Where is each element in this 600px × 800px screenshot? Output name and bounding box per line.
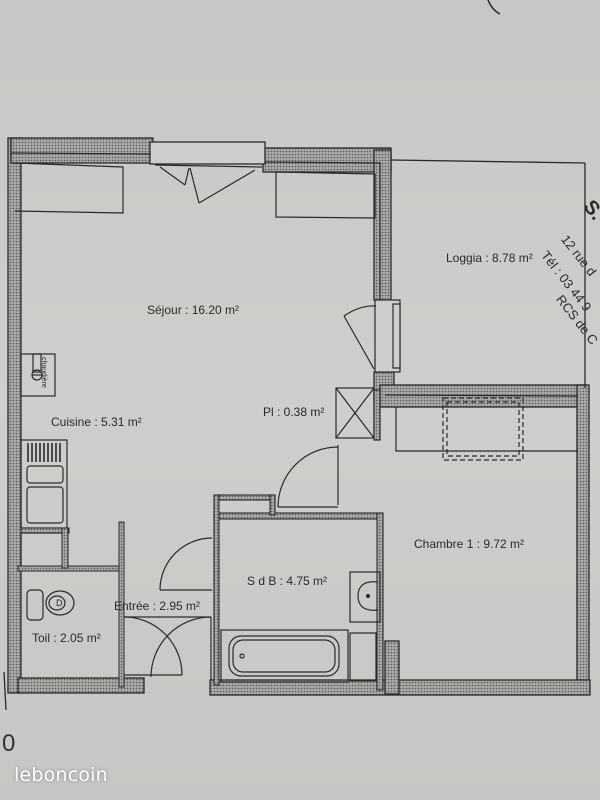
loggia-door: [343, 299, 401, 373]
wall-top-right: [262, 147, 392, 173]
wall-sejour-right: [373, 149, 392, 301]
wall-bottom-left: [17, 677, 145, 694]
leboncoin-watermark: leboncoin: [14, 764, 108, 786]
room-label-loggia: Loggia : 8.78 m²: [446, 251, 533, 265]
room-label-placard: Pl : 0.38 m²: [263, 405, 325, 419]
wall-pillar: [384, 640, 400, 695]
toilet-fixture: [26, 589, 75, 621]
toilet-glyph: D: [56, 598, 63, 608]
bathtub: [220, 629, 377, 683]
room-label-toilettes: Toil : 2.05 m²: [32, 631, 101, 645]
door-sdb-area: [277, 445, 339, 508]
sdb-walls: [213, 494, 384, 691]
wall-bottom-right: [209, 679, 591, 696]
sejour-furniture: [14, 162, 376, 219]
entree-doors: [123, 537, 213, 680]
drawing-edge-arc: [487, 0, 501, 15]
placard-closet: [335, 387, 381, 441]
walls: [7, 137, 591, 696]
window-top: [149, 141, 266, 168]
wall-left-exterior: [7, 137, 22, 694]
room-label-chambre-1: Chambre 1 : 9.72 m²: [414, 537, 525, 551]
room-label-entree: Entrée : 2.95 m²: [114, 599, 201, 613]
room-label-cuisine: Cuisine : 5.31 m²: [51, 415, 142, 429]
loggia-outline: [390, 159, 586, 388]
margin-mark: 0: [2, 730, 16, 757]
room-label-sdb: S d B : 4.75 m²: [247, 574, 328, 588]
boiler-label: chaudière: [40, 357, 47, 388]
kitchen-sink: [20, 439, 68, 529]
boiler: [20, 353, 56, 397]
wall-chambre-right: [576, 384, 590, 694]
washbasin: [349, 571, 381, 623]
room-label-sejour: Séjour : 16.20 m²: [147, 303, 240, 317]
french-door-top: [159, 166, 256, 204]
chambre-wardrobe: [395, 397, 578, 461]
wall-top-left: [10, 137, 154, 164]
